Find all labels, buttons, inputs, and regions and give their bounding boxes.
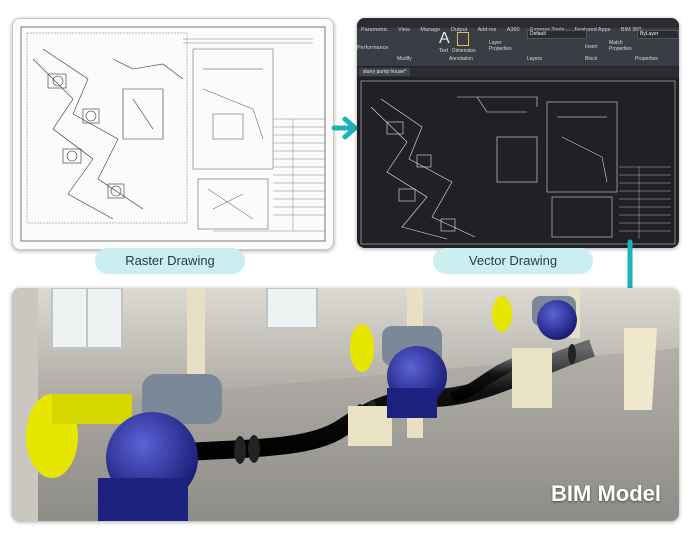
bim-model-label: BIM Model	[551, 481, 661, 506]
menu-item-performance[interactable]: Performance	[357, 45, 389, 51]
bim-model-render	[12, 288, 679, 521]
group-label-block: Block	[585, 56, 598, 62]
drawing-tabbar: slurry pump house*	[357, 67, 679, 77]
cad-ribbon: Parametric View Manage Output Add-ins A3…	[357, 18, 679, 66]
group-label-layers: Layers	[527, 56, 543, 62]
text-tool-icon[interactable]: A	[439, 30, 450, 47]
group-label-annotation: Annotation	[449, 56, 473, 62]
menu-item-parametric[interactable]: Parametric	[361, 27, 388, 33]
bim-model-panel: BIM Model	[12, 288, 679, 521]
layer-dropdown[interactable]: Default	[527, 30, 587, 39]
menu-item-bim360[interactable]: BIM 360	[620, 27, 642, 33]
vector-drawing-label: Vector Drawing	[433, 248, 593, 274]
dimension-tool-icon[interactable]	[457, 32, 469, 46]
bylayer-dropdown-value: ByLayer	[640, 31, 659, 37]
insert-tool-label[interactable]: Insert	[585, 44, 598, 50]
arrow-right-icon	[331, 116, 358, 140]
raster-drawing-image	[20, 26, 326, 242]
dimension-tool-label: Dimension	[452, 48, 476, 54]
menu-item-a360[interactable]: A360	[506, 27, 520, 33]
vector-drawing-canvas	[360, 80, 676, 245]
cad-menubar: Parametric View Manage Output Add-ins A3…	[357, 18, 679, 51]
raster-drawing-label: Raster Drawing	[95, 248, 245, 274]
menu-item-view[interactable]: View	[398, 27, 410, 33]
menu-item-featured-apps[interactable]: Featured Apps	[574, 27, 611, 33]
group-label-modify: Modify	[397, 56, 412, 62]
vector-drawing-panel: Parametric View Manage Output Add-ins A3…	[357, 18, 679, 248]
group-label-properties: Properties	[635, 56, 658, 62]
menu-item-manage[interactable]: Manage	[420, 27, 441, 33]
layer-dropdown-value: Default	[530, 31, 546, 37]
layer-properties-label[interactable]: Layer Properties	[489, 40, 512, 52]
match-properties-label[interactable]: Match Properties	[609, 40, 632, 52]
menu-item-addins[interactable]: Add-ins	[477, 27, 497, 33]
menu-item-output[interactable]: Output	[450, 27, 468, 33]
raster-drawing-panel	[12, 18, 334, 250]
text-tool-label: Text	[439, 48, 449, 54]
tab-drawing[interactable]: slurry pump house*	[359, 68, 411, 76]
bylayer-dropdown[interactable]: ByLayer	[637, 30, 679, 39]
